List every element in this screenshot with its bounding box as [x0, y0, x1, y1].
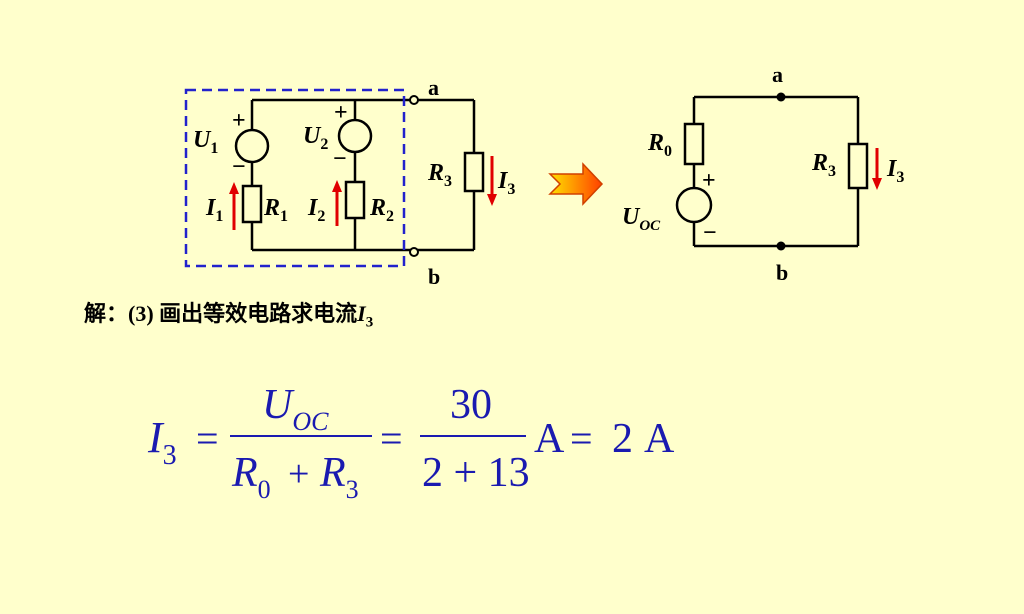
solution-var-sub: 3 — [365, 314, 374, 331]
r2-label: R2 — [369, 195, 394, 225]
eq-unit2: A — [644, 416, 675, 462]
node-a-label-right: a — [772, 62, 783, 87]
current-arrow-i3-left — [487, 156, 497, 206]
u1-label: U1 — [193, 127, 218, 157]
resistor-r0 — [683, 122, 705, 166]
i3-label-left: I3 — [497, 168, 515, 198]
r3-label-right: R3 — [811, 150, 836, 180]
u1-minus: − — [232, 154, 246, 180]
transform-arrow-icon — [548, 162, 604, 206]
eq-num2: 30 — [450, 382, 492, 428]
eq-equals-2: = — [380, 416, 403, 461]
r1-label: R1 — [263, 195, 288, 225]
resistor-r2 — [344, 180, 366, 220]
eq-lhs: I3 — [147, 413, 177, 471]
resistor-r3-right — [847, 142, 869, 190]
terminal-b-right — [776, 241, 786, 251]
terminal-a — [409, 95, 419, 105]
eq-den1-plus: + — [288, 453, 309, 495]
current-arrow-i3-right — [872, 148, 882, 190]
uoc-label: UOC — [622, 204, 661, 234]
uoc-minus: − — [703, 220, 717, 246]
current-arrow-i2 — [332, 180, 342, 226]
eq-equals-3: = — [570, 416, 593, 461]
i3-label-right: I3 — [886, 156, 904, 186]
terminal-b — [409, 247, 419, 257]
eq-unit1: A — [534, 416, 565, 462]
equation: I3 = UOC R0 + R3 = 30 2 + 13 A = 2 A — [147, 382, 675, 504]
i1-label: I1 — [205, 195, 223, 225]
u2-label: U2 — [303, 123, 328, 153]
voltage-source-uoc — [675, 186, 713, 224]
r0-label: R0 — [647, 130, 672, 160]
i2-label: I2 — [307, 195, 325, 225]
eq-num1: UOC — [262, 382, 329, 436]
u2-plus: + — [334, 100, 348, 126]
node-b-label: b — [428, 264, 440, 289]
solution-text: 解：(3) 画出等效电路求电流I3 — [84, 296, 373, 331]
eq-den2: 2 + 13 — [422, 450, 530, 496]
u2-minus: − — [333, 146, 347, 172]
terminal-a-right — [776, 92, 786, 102]
uoc-plus: + — [702, 168, 716, 194]
eq-den1-r3: R3 — [319, 450, 359, 504]
node-b-label-right: b — [776, 260, 788, 285]
u1-plus: + — [232, 108, 246, 134]
solution-var: I — [357, 301, 366, 326]
resistor-r3 — [463, 151, 485, 193]
solution-prefix: 解：(3) 画出等效电路求电流 — [84, 301, 358, 326]
dashed-network-box — [184, 88, 406, 268]
node-a-label: a — [428, 75, 439, 100]
voltage-source-u1 — [234, 128, 270, 164]
current-arrow-i1 — [229, 182, 239, 230]
right-circuit — [692, 95, 860, 248]
left-circuit — [250, 98, 476, 252]
r3-label-left: R3 — [427, 160, 452, 190]
voltage-source-u2 — [337, 118, 373, 154]
eq-den1-r0: R0 — [231, 450, 271, 504]
eq-value: 2 — [612, 416, 633, 462]
resistor-r1 — [241, 184, 263, 224]
eq-equals-1: = — [196, 416, 219, 461]
